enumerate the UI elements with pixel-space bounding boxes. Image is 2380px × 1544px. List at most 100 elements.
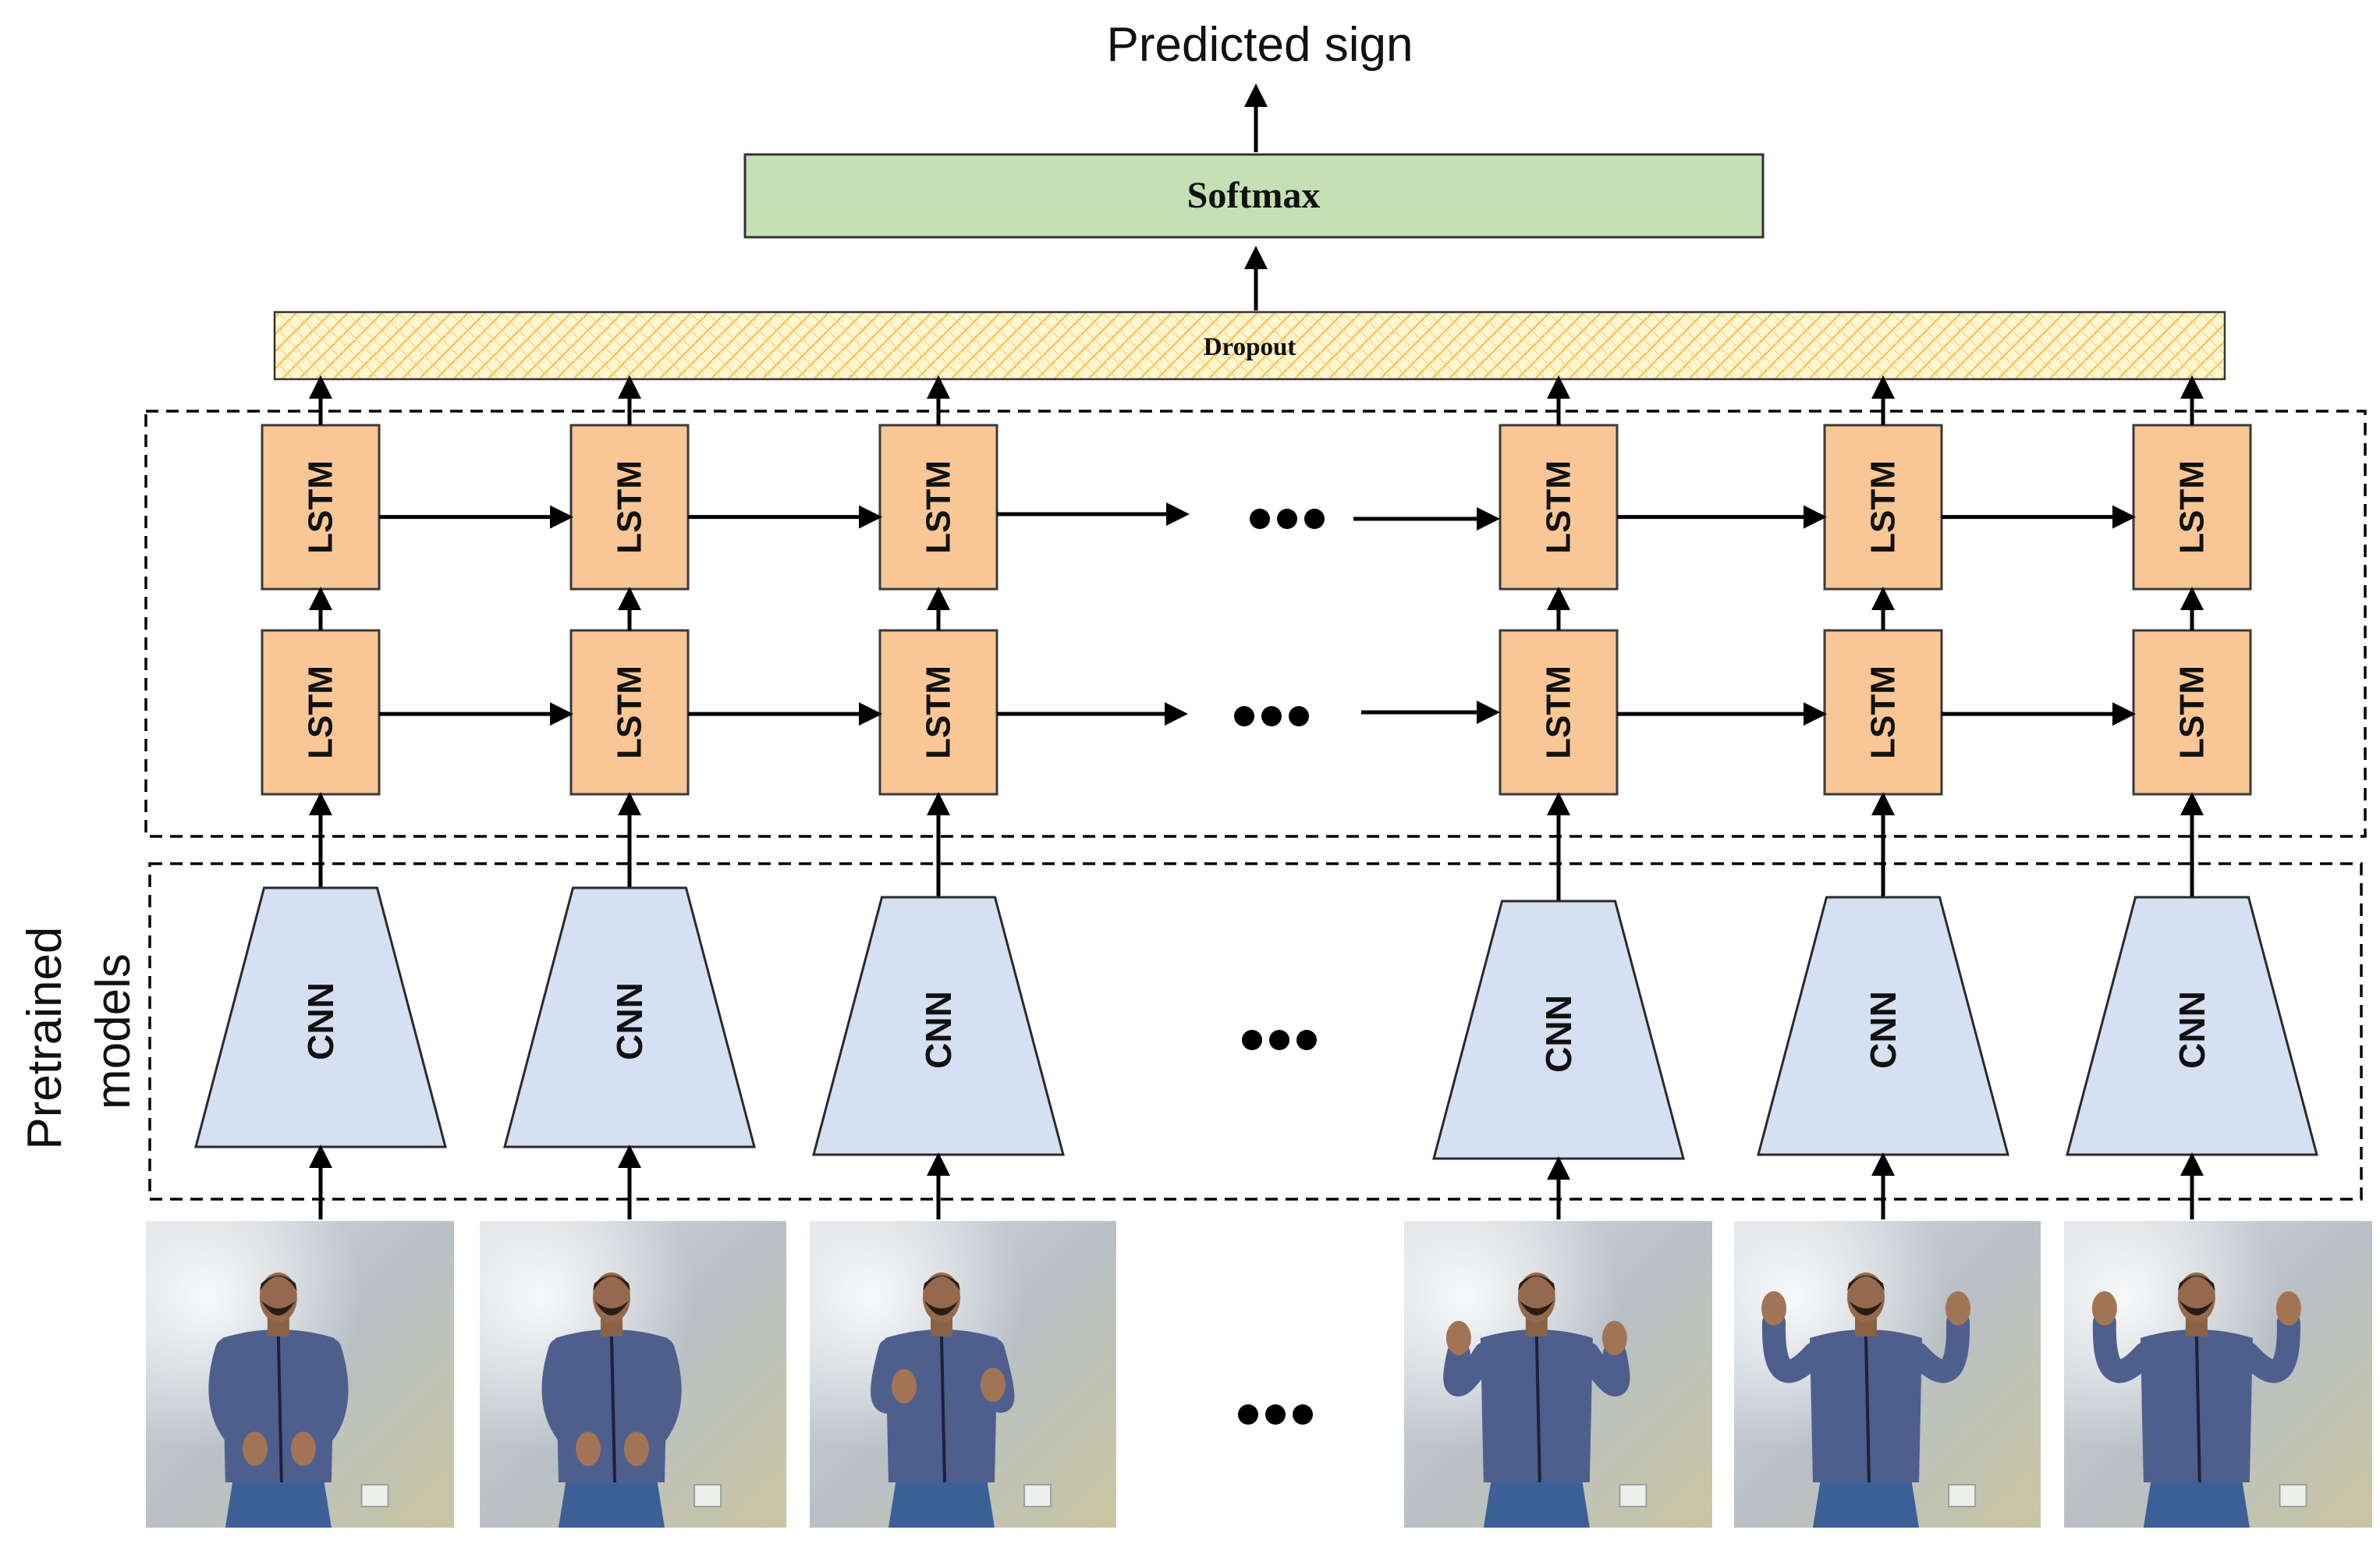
ellipsis-dot bbox=[1242, 1030, 1262, 1050]
cnn-label: CNN bbox=[1538, 995, 1579, 1073]
ellipsis-cnn bbox=[1242, 1030, 1317, 1050]
sweater-zipper bbox=[1864, 1336, 1871, 1483]
right-hand bbox=[623, 1432, 649, 1466]
lstm-label: LSTM bbox=[611, 460, 649, 554]
ellipsis-dot bbox=[1304, 509, 1325, 529]
left-arm bbox=[1443, 1342, 1497, 1397]
left-hand bbox=[1445, 1321, 1471, 1355]
lstm-cell bbox=[2132, 424, 2252, 591]
lstm-label: LSTM bbox=[920, 666, 958, 759]
wall-outlet bbox=[693, 1484, 722, 1507]
sweater-zipper bbox=[609, 1336, 616, 1483]
dropout-bar bbox=[273, 311, 2226, 381]
left-arm bbox=[1761, 1311, 1826, 1383]
beard bbox=[1519, 1301, 1554, 1315]
lstm-cell bbox=[878, 424, 998, 591]
hair bbox=[592, 1276, 630, 1291]
ellipsis-dot bbox=[1238, 1404, 1258, 1425]
ellipsis-dot bbox=[1277, 509, 1297, 529]
ellipsis-dot bbox=[1250, 509, 1270, 529]
cnn-block bbox=[503, 886, 756, 1148]
left-hand bbox=[1761, 1291, 1786, 1326]
cnn-block bbox=[194, 886, 447, 1148]
right-hand bbox=[1945, 1291, 1970, 1326]
video-frame bbox=[1734, 1221, 2041, 1528]
hair bbox=[1846, 1276, 1885, 1291]
video-frame bbox=[480, 1221, 786, 1528]
right-hand bbox=[980, 1368, 1006, 1402]
ellipsis-dot bbox=[1261, 706, 1282, 726]
left-arm bbox=[208, 1338, 261, 1459]
left-hand bbox=[575, 1432, 601, 1466]
columns-layer: LSTM LSTM CNN LSTM LSTM CNN LSTM LSTM CNN LSTM LST… bbox=[146, 375, 2372, 1528]
lstm-label: LSTM bbox=[302, 460, 340, 554]
jeans bbox=[1812, 1478, 1919, 1528]
predicted-sign-label: Predicted sign bbox=[1107, 18, 1413, 72]
softmax-label: Softmax bbox=[1187, 175, 1321, 216]
dropout-label: Dropout bbox=[1204, 333, 1296, 361]
sweater-zipper bbox=[939, 1336, 946, 1483]
wall-outlet bbox=[1023, 1484, 1052, 1507]
ellipsis-dot bbox=[1265, 1404, 1286, 1425]
cnn-label: CNN bbox=[300, 982, 341, 1060]
left-arm bbox=[541, 1338, 594, 1459]
video-frame bbox=[146, 1221, 454, 1528]
jeans bbox=[2143, 1478, 2250, 1528]
right-hand bbox=[2275, 1291, 2301, 1326]
lstm-label: LSTM bbox=[1864, 460, 1903, 554]
right-hand bbox=[290, 1432, 316, 1466]
sweater-zipper bbox=[2194, 1336, 2201, 1483]
cnn-block bbox=[1432, 900, 1685, 1160]
ellipsis-dot bbox=[1234, 706, 1254, 726]
hair bbox=[259, 1276, 297, 1291]
lstm-cell bbox=[569, 629, 690, 796]
wall-outlet bbox=[1619, 1484, 1648, 1507]
cnn-region bbox=[148, 862, 2363, 1201]
left-arm bbox=[2092, 1311, 2157, 1383]
video-frame bbox=[810, 1221, 1116, 1528]
wall-outlet bbox=[1948, 1484, 1977, 1507]
beard bbox=[261, 1301, 296, 1315]
right-arm bbox=[630, 1338, 682, 1459]
cnn-label: CNN bbox=[2172, 991, 2212, 1069]
lstm-cell bbox=[1499, 629, 1619, 796]
video-frame bbox=[1404, 1221, 1712, 1528]
cnn-label: CNN bbox=[609, 982, 650, 1060]
cnn-block bbox=[1757, 896, 2009, 1156]
beard bbox=[924, 1301, 959, 1315]
left-hand bbox=[2091, 1291, 2117, 1326]
left-hand bbox=[242, 1432, 268, 1466]
ellipsis-lstm-bottom bbox=[1234, 706, 1309, 726]
lstm-label: LSTM bbox=[2173, 460, 2212, 554]
right-arm bbox=[1576, 1342, 1630, 1397]
sweater-zipper bbox=[1534, 1336, 1541, 1483]
left-hand bbox=[891, 1369, 917, 1404]
hair bbox=[922, 1276, 960, 1291]
pretrained-models-label: Pretrained models bbox=[18, 913, 140, 1149]
lstm-label: LSTM bbox=[302, 666, 340, 759]
cnn-label: CNN bbox=[1863, 991, 1903, 1069]
wall-outlet bbox=[2279, 1484, 2307, 1507]
ellipsis-dot bbox=[1269, 1030, 1289, 1050]
hair bbox=[1517, 1276, 1555, 1291]
video-frame bbox=[2064, 1221, 2372, 1528]
jeans bbox=[888, 1478, 995, 1528]
cnn-block bbox=[812, 896, 1065, 1156]
lstm-label: LSTM bbox=[611, 666, 649, 759]
right-arm bbox=[2236, 1311, 2300, 1383]
ellipsis-dot bbox=[1293, 1404, 1313, 1425]
right-hand bbox=[1601, 1321, 1627, 1355]
lstm-label: LSTM bbox=[2173, 666, 2212, 759]
ellipsis-frames bbox=[1238, 1404, 1313, 1425]
beard bbox=[2179, 1301, 2214, 1315]
cnn-label: CNN bbox=[918, 991, 959, 1069]
right-arm bbox=[1905, 1311, 1970, 1383]
right-arm bbox=[297, 1338, 349, 1459]
sweater-zipper bbox=[276, 1336, 283, 1483]
lstm-label: LSTM bbox=[920, 460, 958, 554]
lstm-region bbox=[144, 410, 2367, 838]
beard bbox=[1848, 1301, 1883, 1315]
lstm-cell bbox=[261, 424, 381, 591]
cnn-block bbox=[2066, 896, 2318, 1156]
